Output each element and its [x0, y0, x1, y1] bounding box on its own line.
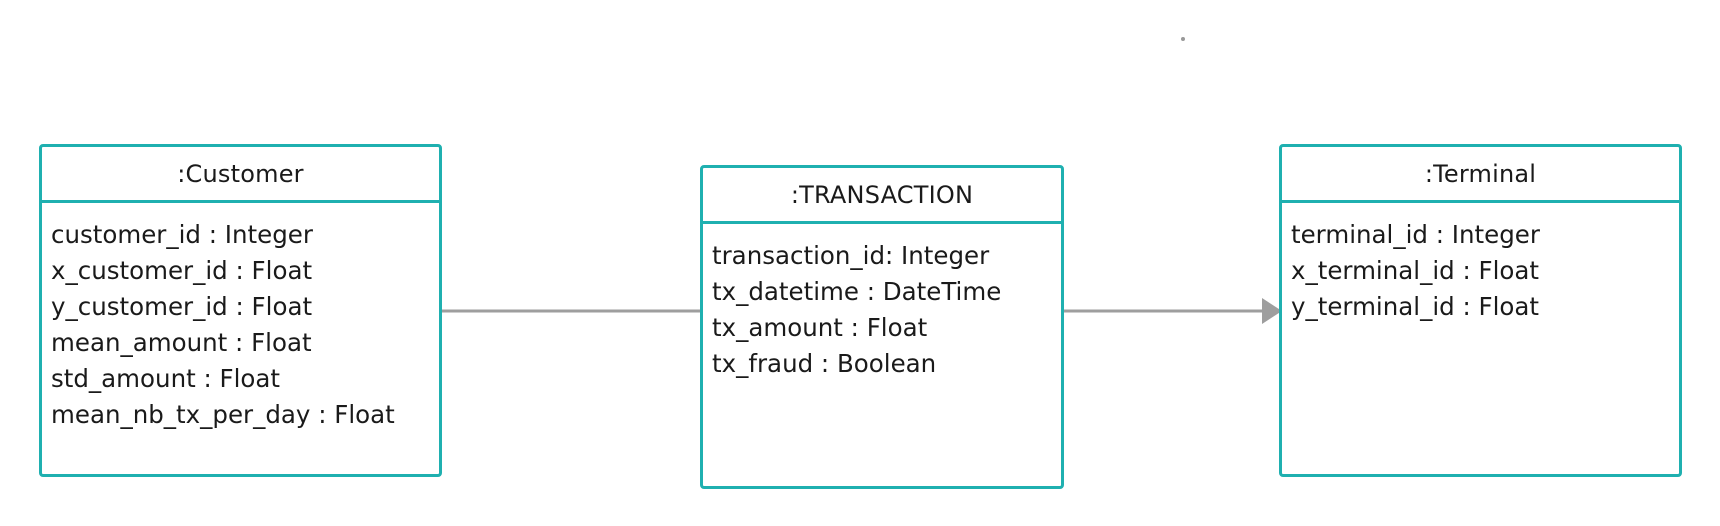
- class-title: :TRANSACTION: [703, 168, 1061, 224]
- attribute: x_customer_id : Float: [51, 256, 313, 285]
- attribute: tx_amount : Float: [712, 313, 928, 342]
- class-transaction[interactable]: :TRANSACTION transaction_id: Integer tx_…: [700, 165, 1064, 489]
- class-terminal[interactable]: :Terminal terminal_id : Integer x_termin…: [1279, 144, 1682, 477]
- attribute: terminal_id : Integer: [1291, 220, 1540, 249]
- attribute: tx_fraud : Boolean: [712, 349, 937, 378]
- class-customer[interactable]: :Customer customer_id : Integer x_custom…: [39, 144, 442, 477]
- attribute: y_terminal_id : Float: [1291, 292, 1540, 321]
- attribute: std_amount : Float: [51, 364, 281, 393]
- attribute: tx_datetime : DateTime: [712, 277, 1002, 306]
- attribute: customer_id : Integer: [51, 220, 313, 249]
- attribute: transaction_id: Integer: [712, 241, 990, 270]
- attribute: mean_amount : Float: [51, 328, 312, 357]
- stray-dot: [1181, 37, 1185, 41]
- attribute: y_customer_id : Float: [51, 292, 313, 321]
- class-attributes: customer_id : Integer x_customer_id : Fl…: [42, 203, 439, 433]
- attribute: mean_nb_tx_per_day : Float: [51, 400, 395, 429]
- class-attributes: terminal_id : Integer x_terminal_id : Fl…: [1282, 203, 1679, 325]
- class-title: :Terminal: [1282, 147, 1679, 203]
- class-attributes: transaction_id: Integer tx_datetime : Da…: [703, 224, 1061, 382]
- class-title: :Customer: [42, 147, 439, 203]
- attribute: x_terminal_id : Float: [1291, 256, 1540, 285]
